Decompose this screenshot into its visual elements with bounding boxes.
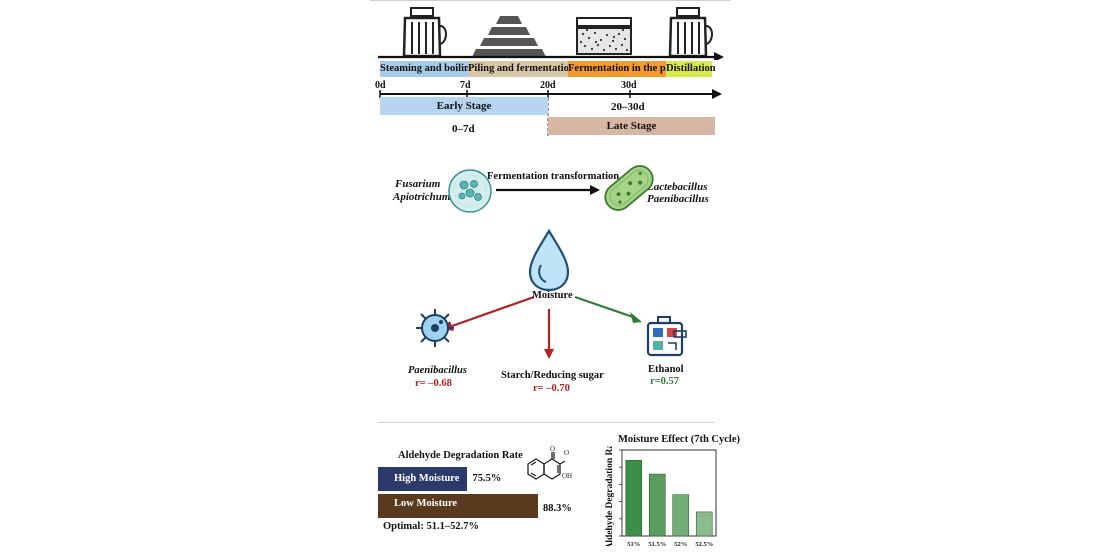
hydroxyl-label: OH bbox=[562, 472, 572, 480]
x-tick-label: 52% bbox=[674, 541, 687, 546]
stage-distillation: Distillation bbox=[666, 61, 716, 77]
svg-text:O: O bbox=[550, 445, 555, 453]
chart-bar bbox=[625, 460, 643, 537]
svg-text:O: O bbox=[564, 449, 569, 457]
late-range: 20–30d bbox=[611, 101, 645, 113]
paenibacillus-r: r= –0.68 bbox=[415, 378, 452, 389]
stage-label: Steaming and boiling bbox=[380, 63, 476, 74]
ethanol-r: r=0.57 bbox=[650, 376, 680, 387]
low-moisture-value: 88.3% bbox=[543, 503, 572, 514]
moisture-graphic bbox=[416, 228, 687, 359]
transformation-graphic bbox=[448, 165, 654, 213]
starch-r: r= –0.70 bbox=[533, 383, 570, 394]
starch-label: Starch/Reducing sugar bbox=[501, 370, 604, 381]
to-organism-1: Lactebacillus bbox=[647, 181, 708, 193]
x-tick-label: 52.5% bbox=[695, 541, 713, 546]
chart-bar bbox=[695, 511, 713, 537]
chart-bar bbox=[648, 473, 666, 537]
process-icons bbox=[378, 7, 724, 60]
late-stage-label: Late Stage bbox=[606, 120, 657, 132]
from-organism-1: Fusarium bbox=[395, 178, 441, 190]
early-stage-label: Early Stage bbox=[436, 100, 492, 112]
early-range: 0–7d bbox=[452, 123, 475, 135]
late-stage-bar: Late Stage bbox=[548, 117, 715, 135]
stage-steaming: Steaming and boiling bbox=[380, 61, 475, 77]
pit-icon bbox=[576, 17, 632, 55]
ethanol-label: Ethanol bbox=[648, 364, 684, 375]
to-organism-2: Paenibacillus bbox=[647, 193, 709, 205]
day-axis bbox=[379, 89, 722, 136]
high-moisture-label: High Moisture bbox=[394, 473, 460, 484]
moisture-effect-chart: 51% 51.5% 52% 52.5% Aldehyde Degradation Rat… bbox=[605, 446, 717, 546]
ethanol-test-icon bbox=[646, 316, 687, 357]
x-tick-label: 51.5% bbox=[648, 541, 666, 546]
distiller-icon bbox=[668, 7, 713, 58]
chart-title: Moisture Effect (7th Cycle) bbox=[618, 434, 740, 445]
day-0: 0d bbox=[375, 80, 386, 91]
stage-piling: Piling and fermentation bbox=[468, 61, 575, 77]
steamer-icon bbox=[402, 7, 447, 58]
water-drop-icon bbox=[528, 228, 570, 292]
day-20: 20d bbox=[540, 80, 556, 91]
chart-bar bbox=[672, 494, 690, 537]
optimal-range: Optimal: 51.1–52.7% bbox=[383, 521, 479, 532]
x-tick-label: 51% bbox=[627, 541, 640, 546]
low-moisture-bar: Low Moisture bbox=[378, 494, 538, 518]
day-30: 30d bbox=[621, 80, 637, 91]
high-moisture-bar: High Moisture bbox=[378, 467, 467, 491]
low-moisture-label: Low Moisture bbox=[394, 498, 458, 509]
y-axis-label: Aldehyde Degradation Rate bbox=[605, 446, 615, 546]
high-moisture-value: 75.5% bbox=[472, 473, 502, 484]
day-7: 7d bbox=[460, 80, 471, 91]
transformation-label: Fermentation transformation bbox=[487, 171, 620, 182]
stage-pit-fermentation: Fermentation in the pit bbox=[568, 61, 672, 77]
paenibacillus-icon bbox=[416, 309, 454, 347]
paenibacillus-label: Paenibacillus bbox=[408, 365, 467, 376]
aldehyde-title: Aldehyde Degradation Rate bbox=[398, 450, 523, 461]
stage-label: Piling and fermentation bbox=[468, 63, 575, 74]
fungal-spore-icon bbox=[448, 169, 492, 213]
from-organism-2: Apiotrichum bbox=[393, 191, 451, 203]
moisture-label: Moisture bbox=[532, 290, 573, 301]
section-divider bbox=[378, 422, 714, 423]
stage-label: Distillation bbox=[666, 63, 716, 74]
early-stage-bar: Early Stage bbox=[380, 97, 548, 115]
stage-label: Fermentation in the pit bbox=[568, 63, 673, 74]
pile-icon bbox=[472, 16, 546, 57]
naphthoquinone-molecule-icon: O O OH bbox=[527, 445, 572, 480]
bacterium-icon bbox=[604, 165, 654, 211]
top-divider bbox=[370, 0, 730, 1]
